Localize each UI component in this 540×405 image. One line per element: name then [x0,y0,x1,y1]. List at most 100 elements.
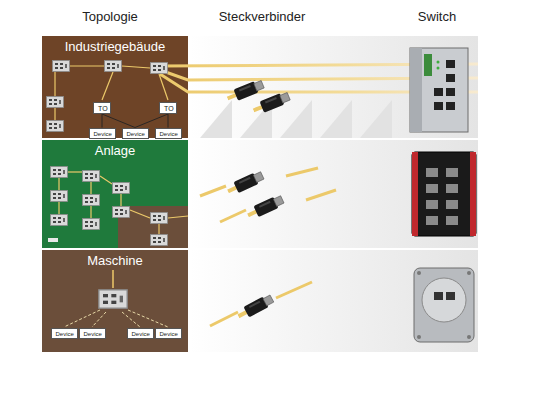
din-rail-switch [446,60,455,68]
machine-switch [422,278,466,322]
connector-plug [236,293,275,321]
industrial-switch [446,200,458,209]
box-label: Device [160,331,177,338]
connector-plug [200,186,226,196]
connector-plug [286,168,318,176]
network-module [47,97,64,108]
topology-bands [42,36,188,138]
network-module [83,195,100,206]
machine-switch [467,335,471,339]
plant-wiring [58,202,59,214]
industry-wiring [54,108,55,120]
industrial-switch [412,152,476,236]
device-box: Device [155,128,182,139]
connector-plug [220,210,246,222]
industrial-switch [446,184,458,193]
connector-plug [210,312,238,326]
connector-line [102,114,135,128]
plant-wiring [158,224,159,234]
machine-switch [414,268,474,342]
din-rail-switch [424,54,432,76]
topology-band: Anlage [42,140,188,248]
column-panels [190,36,478,138]
plant-wiring [90,206,91,218]
network-module [51,167,68,178]
din-rail-switch [410,48,468,132]
din-rail-switch [410,48,422,132]
industry-wiring [70,65,104,66]
box-label: Device [160,131,177,138]
topology-band: MaschineDevice Device Device Device [42,250,188,352]
device-box: Device [79,328,106,339]
topology-band: IndustriegebäudeTOTODeviceDeviceDevice [42,36,188,138]
network-module [47,61,168,132]
plant-wiring [120,194,121,206]
network-module [112,270,114,288]
plant-wiring [168,216,188,218]
network-module [99,270,127,308]
device-box: TO [93,102,111,114]
connector-plug [251,91,291,116]
plant-wiring [90,182,91,194]
box-label: Device [94,131,111,138]
network-module [83,171,100,182]
din-rail-switch [446,102,455,110]
band-title: Maschine [42,250,188,268]
industrial-switch [426,168,438,177]
network-module [105,61,122,72]
plant-wiring [68,171,82,172]
machine-switch [417,335,421,339]
box-label: Device [56,331,73,338]
network-module [151,235,168,246]
band-title: Anlage [42,140,188,158]
connector-plug [225,79,265,104]
industrial-switch [412,152,476,236]
column-panels [190,140,478,248]
machine-wiring [128,310,168,327]
din-rail-switch [410,48,468,132]
industrial-switch [426,200,438,209]
device-box: Device [122,128,149,139]
machine-switch [467,271,471,275]
machine-wiring [64,310,168,327]
industrial-switch [446,168,458,177]
connector-plug [245,194,285,221]
device-box: TO [159,102,177,114]
connector-line [168,114,169,128]
industry-wiring [122,66,150,68]
network-module [113,207,130,218]
network-module [99,290,127,308]
plant-wiring [58,178,59,190]
din-rail-switch [446,88,455,96]
network-module [151,213,168,224]
network-module [53,61,70,72]
column-header: Topologie [82,10,138,24]
connector-line [135,114,168,128]
topology-bands [42,140,188,248]
column-panels [190,36,478,352]
box-label: Device [132,331,149,338]
connector-line [102,114,103,128]
network-module [151,63,168,74]
box-label: Device [84,331,101,338]
machine-switch [417,271,421,275]
network-module [51,191,68,202]
industrial-switch [470,152,476,236]
industrial-switch [426,216,438,225]
plant-wiring [59,172,188,234]
industry-wiring [102,72,113,100]
topology-bands [42,36,188,352]
column-panels [190,250,478,352]
industry-wiring [55,66,168,120]
connector-plug [225,170,265,197]
connector-plug [276,282,312,298]
box-label: Device [127,131,144,138]
din-rail-switch [434,102,443,110]
industrial-switch [446,216,458,225]
plant-wiring [130,210,150,218]
industry-wiring [159,74,168,100]
column-header: Steckverbinder [219,10,306,24]
device-box: Device [89,128,116,139]
